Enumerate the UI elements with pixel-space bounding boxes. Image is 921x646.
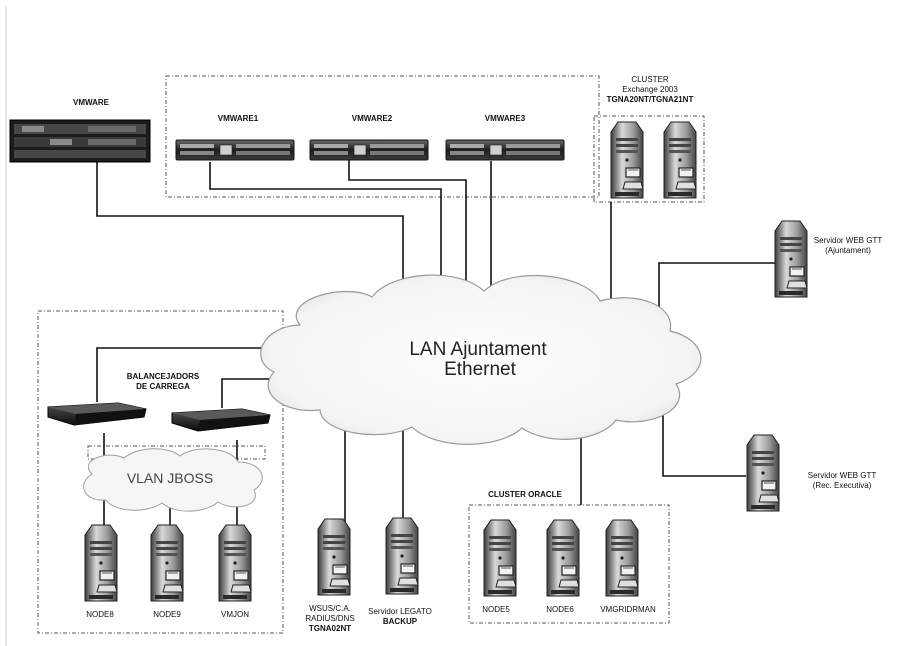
web-server-2-line1: Servidor WEB GTT — [808, 471, 877, 480]
vmware1-server — [175, 139, 295, 161]
jboss-group-box — [37, 310, 284, 634]
load-balancers-line1: BALANCEJADORS — [127, 372, 200, 381]
wsus-line2: RADIUS/DNS — [305, 614, 354, 623]
web-server-ajuntament — [774, 220, 808, 298]
wsus-line1: WSUS/C.A. — [309, 604, 351, 613]
oracle-cluster-title: CLUSTER ORACLE — [488, 490, 562, 499]
vmware2-server — [309, 139, 429, 161]
vmware2-label: VMWARE2 — [352, 114, 393, 123]
exchange-cluster-box — [593, 115, 705, 203]
vlan-label: VLAN JBOSS — [127, 470, 213, 486]
node6-server — [546, 519, 580, 597]
node8-label: NODE8 — [86, 610, 114, 619]
backup-server — [385, 517, 419, 595]
node9-label: NODE9 — [153, 610, 181, 619]
backup-line2: BACKUP — [383, 617, 418, 626]
exchange-title-1: CLUSTER — [631, 75, 669, 84]
web-server-2-line2: (Rec. Executiva) — [813, 481, 872, 490]
node6-label: NODE6 — [546, 605, 574, 614]
vmgridrman-label: VMGRIDRMAN — [600, 605, 656, 614]
exchange-title-3: TGNA20NT/TGNA21NT — [607, 95, 694, 104]
load-balancer-1 — [47, 402, 147, 426]
node5-server — [483, 519, 517, 597]
load-balancers-line2: DE CARREGA — [136, 382, 190, 391]
vmjon-server — [218, 524, 252, 602]
exchange-title-2: Exchange 2003 — [622, 85, 678, 94]
lan-subtitle: Ethernet — [444, 359, 517, 380]
vmware-group-box — [165, 75, 600, 198]
backup-line1: Servidor LEGATO — [368, 607, 432, 616]
wsus-line3: TGNA02NT — [309, 624, 351, 633]
exchange-server-1 — [610, 121, 644, 199]
node9-server — [150, 524, 184, 602]
load-balancer-2 — [171, 408, 271, 432]
vmware1-label: VMWARE1 — [218, 114, 259, 123]
vmware-standalone-label: VMWARE — [73, 98, 110, 107]
vlan-cloud — [83, 448, 263, 512]
vmgridrman-server — [605, 519, 639, 597]
web-server-rec-executiva — [746, 434, 780, 512]
exchange-server-2 — [663, 121, 697, 199]
node8-server — [84, 524, 118, 602]
wsus-server — [317, 518, 351, 596]
oracle-cluster-box — [468, 504, 670, 624]
lan-title: LAN Ajuntament — [409, 339, 547, 360]
lan-cloud — [260, 274, 702, 445]
vmware3-server — [445, 139, 565, 161]
node5-label: NODE5 — [482, 605, 510, 614]
vmjon-label: VMJON — [221, 610, 249, 619]
web-server-1-line1: Servidor WEB GTT — [814, 236, 883, 245]
vmware-chassis — [9, 119, 151, 163]
vlan-dashed-box — [87, 445, 266, 460]
vmware3-label: VMWARE3 — [485, 114, 526, 123]
web-server-1-line2: (Ajuntament) — [825, 246, 871, 255]
